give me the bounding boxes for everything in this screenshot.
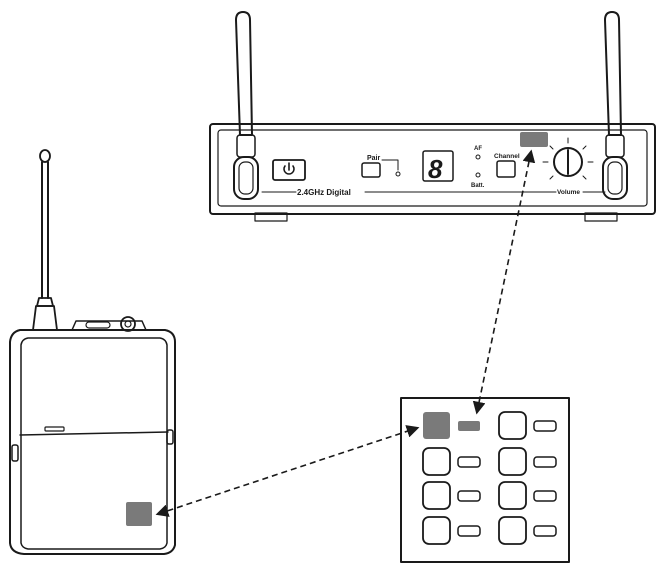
pair-indicator-line — [381, 159, 399, 171]
transmitter-side-button-left[interactable] — [11, 444, 19, 462]
pair-button[interactable] — [361, 162, 381, 178]
grid-cell-1-2-indicator — [533, 420, 557, 432]
display-digit: 8 — [428, 154, 443, 184]
grid-cell-3-2-button — [498, 481, 527, 510]
receiver-chassis — [209, 123, 656, 215]
volume-knob[interactable] — [542, 137, 594, 180]
grid-cell-2-1-indicator — [457, 456, 481, 468]
grid-cell-3-2-indicator — [533, 490, 557, 502]
grid-cell-2-1-button — [422, 447, 451, 476]
transmitter-top-connector — [71, 316, 147, 332]
grid-cell-4-2-button — [498, 516, 527, 545]
power-button[interactable] — [272, 159, 306, 181]
grid-cell-4-1-indicator — [457, 525, 481, 537]
receiver-ir-window — [520, 132, 548, 147]
grid-cell-1-2-button — [498, 411, 527, 440]
grid-cell-4-1-button — [422, 516, 451, 545]
transmitter-body — [9, 329, 176, 555]
power-icon — [283, 162, 295, 175]
grid-cell-3-1-button — [422, 481, 451, 510]
transmitter-side-slot — [44, 426, 65, 432]
pair-label: Pair — [367, 155, 381, 162]
grid-cell-2-2-button — [498, 447, 527, 476]
transmitter-antenna — [32, 149, 58, 331]
grid-cell-2-2-indicator — [533, 456, 557, 468]
receiver-antenna-right — [602, 11, 628, 200]
transmitter-front-face — [20, 337, 168, 550]
receiver-front-panel — [217, 129, 648, 207]
channel-button[interactable] — [496, 160, 516, 178]
volume-label: Volume — [557, 189, 580, 196]
batt-led — [475, 172, 481, 178]
pair-led — [395, 171, 401, 177]
grid-cell-1-1-indicator — [458, 421, 480, 431]
transmitter-clip-line — [19, 431, 169, 436]
bodypack-transmitter — [9, 149, 176, 555]
model-label: 2.4GHz Digital — [297, 188, 351, 197]
grid-cell-1-1-button — [423, 412, 450, 439]
channel-label: Channel — [494, 153, 520, 160]
af-led — [475, 154, 481, 160]
dashed-arrow-transmitter-to-grid — [155, 425, 420, 517]
channel-grid-panel — [400, 397, 570, 563]
channel-display: 8 — [422, 150, 454, 184]
grid-cell-4-2-indicator — [533, 525, 557, 537]
dashed-arrow-receiver-to-grid — [472, 149, 536, 415]
receiver-antenna-left — [233, 11, 259, 200]
transmitter-ir-window — [126, 502, 152, 526]
receiver-unit: Pair 8 AF Batt. Channel — [209, 11, 656, 222]
af-label: AF — [474, 146, 482, 152]
grid-cell-3-1-indicator — [457, 490, 481, 502]
batt-label: Batt. — [471, 183, 485, 189]
